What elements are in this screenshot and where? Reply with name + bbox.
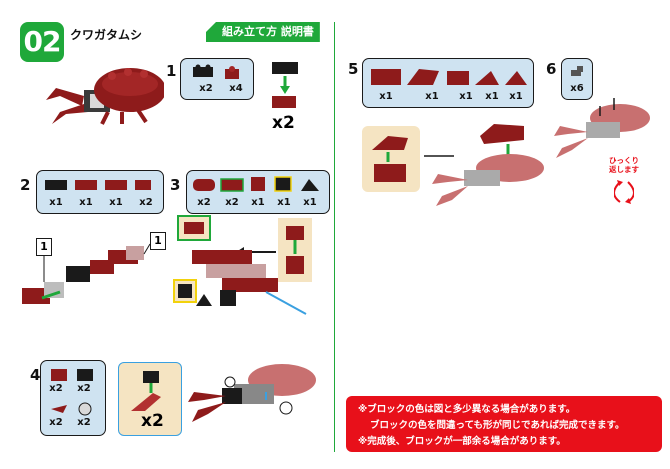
flip-line-2: 返します — [609, 165, 639, 174]
step2-parts-icons — [45, 180, 151, 190]
flip-instruction: ひっくり 返します — [604, 156, 644, 174]
step1-number: 1 — [166, 62, 177, 80]
step3-assembly-image — [173, 215, 312, 315]
caution-note: ※ブロックの色は図と多少異なる場合があります。 ブロックの色を問違っても形が同じ… — [346, 396, 662, 452]
step1-assembly-image — [272, 62, 298, 108]
step1-parts-panel: x2 x4 — [180, 58, 254, 100]
step4-count-4: x2 — [77, 417, 91, 428]
step6-parts-panel: x6 — [561, 58, 593, 100]
step2-number: 2 — [20, 176, 31, 194]
step3-count-5: x1 — [303, 197, 317, 208]
step4-subassembly-image — [131, 371, 161, 411]
step2-count-1: x1 — [49, 197, 63, 208]
step1-count-2: x4 — [229, 83, 243, 94]
step2-callout-2: 1 — [150, 232, 166, 250]
step4-count-1: x2 — [49, 383, 63, 394]
step4-multiplier: x2 — [141, 411, 164, 431]
step2-count-4: x2 — [139, 197, 153, 208]
step1-count-1: x2 — [199, 83, 213, 94]
step2-count-2: x1 — [79, 197, 93, 208]
step4-parts-icons — [51, 369, 93, 416]
step6-count-1: x6 — [570, 83, 584, 94]
step4-count-2: x2 — [77, 383, 91, 394]
step3-number: 3 — [170, 176, 181, 194]
step3-count-2: x2 — [225, 197, 239, 208]
step4-number: 4 — [30, 366, 41, 384]
rotate-arrow-icon — [614, 180, 634, 204]
step5-subassembly-box — [362, 126, 420, 192]
step4-assembly-image — [188, 364, 316, 422]
step3-count-4: x1 — [277, 197, 291, 208]
step3-parts-panel: x2 x2 x1 x1 x1 — [186, 170, 330, 214]
step5-parts-panel: x1 x1 x1 x1 x1 — [362, 58, 534, 108]
step2-callout-1: 1 — [36, 238, 52, 256]
step3-count-3: x1 — [251, 197, 265, 208]
step5-count-4: x1 — [485, 91, 499, 102]
step5-count-2: x1 — [425, 91, 439, 102]
step5-count-5: x1 — [509, 91, 523, 102]
step-badge: 02 — [20, 22, 64, 62]
step3-parts-icons — [193, 176, 319, 192]
beetle-preview-image — [46, 68, 164, 125]
step3-count-1: x2 — [197, 197, 211, 208]
step6-assembly-image — [554, 98, 650, 158]
step5-number: 5 — [348, 60, 359, 78]
flip-line-1: ひっくり — [609, 156, 639, 165]
step6-number: 6 — [546, 60, 557, 78]
step5-count-3: x1 — [459, 91, 473, 102]
step5-count-1: x1 — [379, 91, 393, 102]
center-divider — [334, 22, 335, 452]
step5-assembly-image — [424, 124, 544, 206]
model-name: クワガタムシ — [70, 28, 143, 42]
note-line-1: ※ブロックの色は図と多少異なる場合があります。 — [358, 404, 576, 415]
step2-parts-panel: x1 x1 x1 x2 — [36, 170, 164, 214]
step5-subassembly-image — [372, 136, 408, 182]
step1-parts-icons — [193, 64, 239, 79]
step6-parts-icons — [571, 66, 583, 76]
step4-subassembly-box: x2 — [118, 362, 182, 436]
step4-count-3: x2 — [49, 417, 63, 428]
step2-count-3: x1 — [109, 197, 123, 208]
step2-assembly-image — [22, 243, 151, 304]
step5-parts-icons — [371, 69, 527, 85]
step4-parts-panel: x2 x2 x2 x2 — [40, 360, 106, 436]
note-line-2: ブロックの色を問違っても形が同じであれば完成できます。 — [370, 420, 625, 431]
manual-tag: 組み立て方 説明書 — [206, 22, 320, 42]
note-line-3: ※完成後、ブロックが一部余る場合があります。 — [358, 436, 566, 447]
step1-multiplier: x2 — [272, 113, 295, 133]
